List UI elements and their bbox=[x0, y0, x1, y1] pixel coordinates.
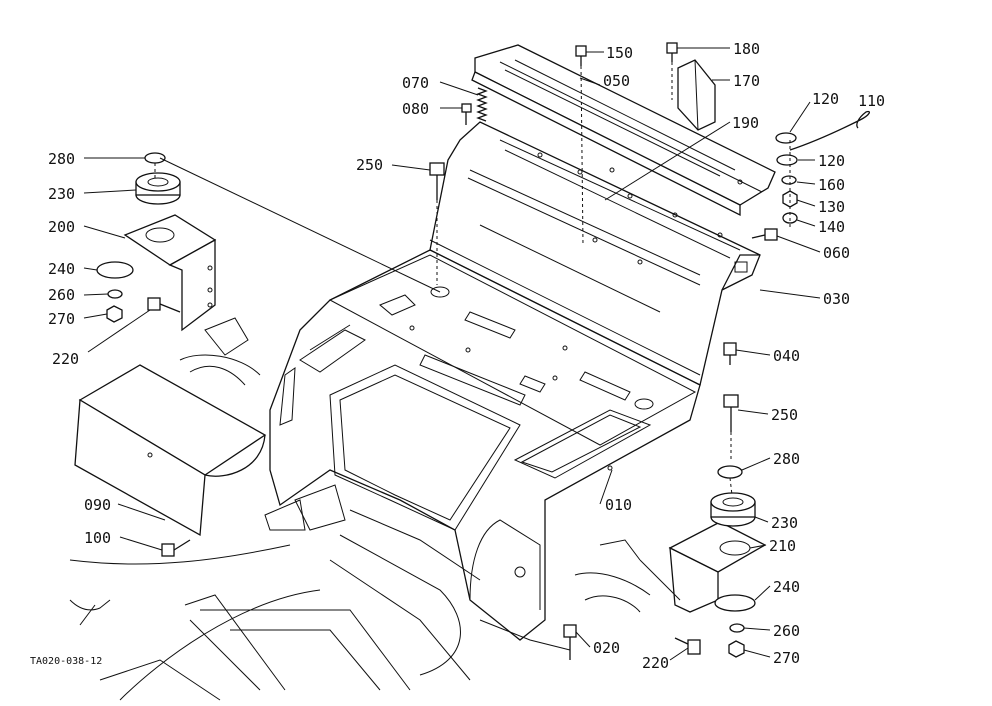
label-110: 110 bbox=[858, 92, 885, 110]
bolt-250-right bbox=[723, 394, 739, 432]
label-050: 050 bbox=[603, 72, 630, 90]
washer-120-b bbox=[776, 154, 798, 166]
drawing-code: TA020-038-12 bbox=[30, 656, 102, 667]
pin-080 bbox=[461, 103, 472, 125]
top-cover-050 bbox=[471, 44, 776, 217]
label-280-right: 280 bbox=[773, 450, 800, 468]
spring-070 bbox=[476, 87, 488, 122]
washer-280-right bbox=[717, 465, 743, 479]
label-240-right: 240 bbox=[773, 578, 800, 596]
label-260-right: 260 bbox=[773, 622, 800, 640]
lockwasher-260-left bbox=[107, 289, 123, 299]
label-030: 030 bbox=[823, 290, 850, 308]
nut-270-right bbox=[728, 640, 745, 658]
label-180: 180 bbox=[733, 40, 760, 58]
part-labels: 150 180 170 050 070 080 190 120 110 120 … bbox=[30, 40, 885, 672]
nut-130 bbox=[782, 190, 798, 208]
bolt-220-left bbox=[147, 297, 181, 313]
label-070: 070 bbox=[402, 74, 429, 92]
label-230-right: 230 bbox=[771, 514, 798, 532]
nut-270-left bbox=[106, 305, 123, 323]
label-220-right: 220 bbox=[642, 654, 669, 672]
label-280-left: 280 bbox=[48, 150, 75, 168]
lockwasher-260-right bbox=[729, 623, 745, 633]
label-160: 160 bbox=[818, 176, 845, 194]
bracket-170 bbox=[677, 59, 716, 131]
bolt-150 bbox=[575, 45, 587, 66]
label-020: 020 bbox=[593, 639, 620, 657]
assembly-lines bbox=[154, 62, 791, 660]
wire-110 bbox=[789, 110, 871, 151]
fender-body-010 bbox=[269, 249, 701, 641]
label-080: 080 bbox=[402, 100, 429, 118]
label-060: 060 bbox=[823, 244, 850, 262]
label-040: 040 bbox=[773, 347, 800, 365]
leader-lines bbox=[83, 47, 821, 661]
label-120-a: 120 bbox=[812, 90, 839, 108]
bolt-100 bbox=[161, 539, 191, 557]
label-220-left: 220 bbox=[52, 350, 79, 368]
bolt-020 bbox=[563, 624, 577, 660]
label-140: 140 bbox=[818, 218, 845, 236]
label-120-b: 120 bbox=[818, 152, 845, 170]
label-260-left: 260 bbox=[48, 286, 75, 304]
step-cover-090 bbox=[74, 364, 267, 537]
seat-panel-030 bbox=[429, 121, 761, 386]
label-090: 090 bbox=[84, 496, 111, 514]
floor-frame bbox=[69, 317, 651, 701]
label-190: 190 bbox=[732, 114, 759, 132]
bolt-040 bbox=[723, 342, 737, 365]
label-130: 130 bbox=[818, 198, 845, 216]
label-100: 100 bbox=[84, 529, 111, 547]
washer-240-right bbox=[714, 594, 756, 612]
bracket-210 bbox=[668, 521, 767, 613]
label-230-left: 230 bbox=[48, 185, 75, 203]
label-250-right: 250 bbox=[771, 406, 798, 424]
bolt-220-right bbox=[674, 637, 701, 655]
label-010: 010 bbox=[605, 496, 632, 514]
label-150: 150 bbox=[606, 44, 633, 62]
label-250-top: 250 bbox=[356, 156, 383, 174]
bolt-060 bbox=[751, 228, 778, 241]
washer-160 bbox=[781, 175, 797, 185]
label-270-left: 270 bbox=[48, 310, 75, 328]
mount-230-right bbox=[710, 492, 756, 527]
mount-230-left bbox=[135, 172, 181, 205]
bolt-250-top bbox=[429, 162, 445, 200]
bracket-200 bbox=[123, 214, 217, 332]
label-210: 210 bbox=[769, 537, 796, 555]
washer-120-a bbox=[775, 132, 797, 144]
label-240-left: 240 bbox=[48, 260, 75, 278]
washer-240-left bbox=[96, 261, 134, 279]
label-200: 200 bbox=[48, 218, 75, 236]
bolt-180 bbox=[666, 42, 678, 62]
label-270-right: 270 bbox=[773, 649, 800, 667]
label-170: 170 bbox=[733, 72, 760, 90]
washer-280-left bbox=[144, 152, 166, 164]
